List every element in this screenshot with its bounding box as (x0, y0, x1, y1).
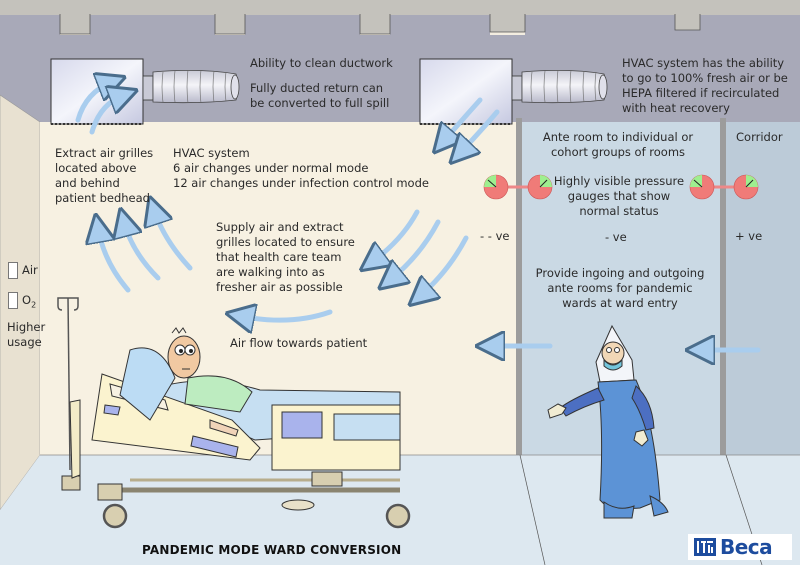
hvac-air-changes-note: HVAC system 6 air changes under normal m… (173, 146, 429, 191)
rising-arrow-1 (98, 228, 131, 293)
o2-subscript: 2 (31, 300, 37, 310)
corridor-pressure-label: + ve (735, 229, 763, 243)
note-line: be converted to full spill (250, 96, 390, 110)
note-line: Ability to clean ductwork (250, 56, 393, 70)
extract-arrow-1 (75, 82, 112, 123)
note-line: Supply air and extract (216, 220, 344, 234)
supply-extract-grilles-note: Supply air and extract grilles located t… (216, 220, 355, 295)
note-line: wards at ward entry (562, 296, 678, 310)
extract-grilles-note: Extract air grilles located above and be… (55, 146, 153, 206)
o2-text: O (22, 293, 32, 307)
note-line: HEPA filtered if recirculated (622, 86, 780, 100)
towards-patient-arrow (240, 312, 333, 320)
gauge-ante-left (527, 174, 553, 200)
beca-logo: Beca (688, 534, 792, 560)
note-line: Ante room to individual or (542, 130, 694, 144)
note-line: cohort groups of rooms (550, 145, 686, 159)
beca-logo-text: Beca (720, 535, 773, 559)
note-line: patient bedhead (55, 191, 150, 205)
note-line: Fully ducted return can (250, 81, 384, 95)
note-line: Highly visible pressure (553, 174, 685, 188)
note-line: gauges that show (567, 189, 671, 203)
note-line: usage (7, 335, 42, 349)
gauge-ante-right (689, 174, 715, 200)
airflow-arrows (75, 82, 761, 350)
note-line: 6 air changes under normal mode (173, 161, 369, 175)
ante-room-pressure-label: - ve (605, 230, 627, 244)
concrete-slab (0, 0, 800, 18)
note-line: with heat recovery (622, 101, 730, 115)
hvac-fresh-air-note: HVAC system has the ability to go to 100… (622, 56, 788, 116)
note-line: and behind (55, 176, 120, 190)
iv-stand (57, 297, 79, 471)
note-line: to go to 100% fresh air or be (622, 71, 788, 85)
note-line: normal status (579, 204, 659, 218)
note-line: fresher air as possible (216, 280, 343, 294)
note-line: HVAC system has the ability (622, 56, 785, 70)
gauge-corridor-side (733, 174, 759, 200)
ante-room-entry-note: Provide ingoing and outgoing ante rooms … (525, 266, 715, 311)
diagram-title: PANDEMIC MODE WARD CONVERSION (142, 543, 402, 557)
ward-pressure-label: - - ve (480, 229, 510, 243)
ante-room-partition (516, 118, 522, 455)
corridor-wall (722, 122, 800, 455)
pressure-gauges (483, 174, 759, 200)
health-care-worker (547, 324, 669, 519)
beca-logo-icon (694, 538, 716, 556)
descending-arrow-3 (420, 235, 469, 296)
pressure-gauges-note: Highly visible pressure gauges that show… (548, 174, 690, 219)
note-line: HVAC system (173, 146, 250, 160)
note-line: are walking into as (216, 265, 325, 279)
oxygen-outlet-label: O2 (22, 293, 36, 312)
air-outlet-icon (8, 262, 18, 279)
corridor-heading: Corridor (736, 130, 783, 144)
patient (119, 327, 253, 421)
supply-arrow-1 (443, 97, 483, 142)
note-line: grilles located to ensure (216, 235, 355, 249)
note-line: that health care team (216, 250, 342, 264)
oxygen-outlet-icon (8, 292, 18, 309)
note-spacer (250, 71, 393, 81)
supply-arrow-2 (460, 109, 500, 153)
ante-room-heading: Ante room to individual or cohort groups… (528, 130, 708, 160)
note-line: 12 air changes under infection control m… (173, 176, 429, 190)
note-line: ante rooms for pandemic (547, 281, 693, 295)
air-outlet-label: Air (22, 263, 38, 277)
gauge-ward-side (483, 174, 509, 200)
note-line: Extract air grilles (55, 146, 154, 160)
note-line: located above (55, 161, 137, 175)
higher-usage-note: Higher usage (7, 320, 45, 350)
note-line: Provide ingoing and outgoing (535, 266, 705, 280)
note-line: Higher (7, 320, 46, 334)
corridor-partition (720, 118, 726, 455)
extract-arrow-2 (89, 95, 124, 135)
descending-arrow-1 (372, 209, 420, 262)
rising-arrow-2 (124, 222, 161, 281)
rising-arrow-3 (154, 210, 193, 271)
ductwork-cleaning-note: Ability to clean ductwork Fully ducted r… (250, 56, 393, 111)
descending-arrow-2 (390, 219, 441, 280)
airflow-towards-patient-label: Air flow towards patient (230, 336, 368, 350)
